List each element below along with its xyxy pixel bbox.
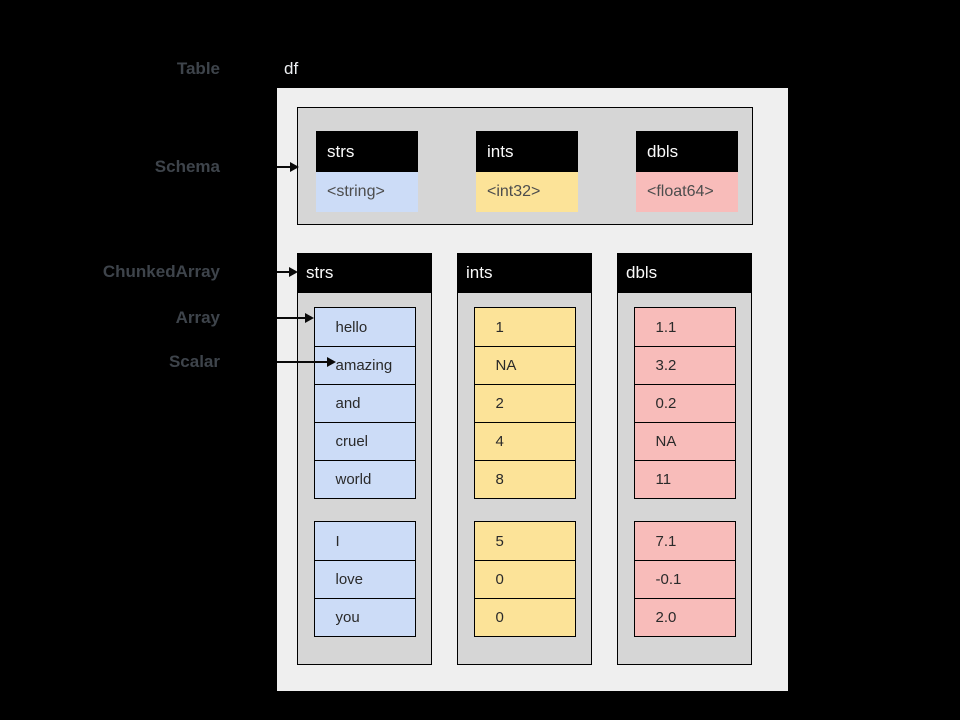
column-header: ints: [457, 253, 592, 293]
scalar-cell: 0.2: [634, 384, 735, 422]
schema-field: dbls <float64>: [636, 131, 738, 212]
scalar-cell: 5: [474, 522, 575, 560]
scalar-cell: world: [314, 460, 415, 498]
scalar-label: Scalar: [168, 352, 220, 371]
scalar-cell: cruel: [314, 422, 415, 460]
schema-arrow: [277, 162, 299, 172]
schema-field: ints <int32>: [476, 131, 578, 212]
df-title: df: [284, 59, 299, 78]
scalar-cell: NA: [474, 346, 575, 384]
schema-field-name: dbls: [636, 131, 738, 172]
chunkedarray-arrow: [277, 267, 298, 277]
table-box: strs <string> ints <int32> dbls <float64…: [277, 88, 788, 691]
scalar-cell: 2.0: [634, 598, 735, 636]
scalar-cell: 1: [474, 308, 575, 346]
chunkedarray-label: ChunkedArray: [102, 262, 220, 281]
scalar-cell: 8: [474, 460, 575, 498]
scalar-cell: 1.1: [634, 308, 735, 346]
scalar-cell: hello: [314, 308, 415, 346]
column-header: strs: [297, 253, 432, 293]
array-arrow: [277, 313, 314, 323]
schema-field: strs <string>: [316, 131, 418, 212]
scalar-cell: and: [314, 384, 415, 422]
schema-field-name: strs: [316, 131, 418, 172]
scalar-cell: 4: [474, 422, 575, 460]
scalar-cell: 0: [474, 560, 575, 598]
scalar-cell: you: [314, 598, 415, 636]
schema-field-type: <int32>: [476, 172, 578, 212]
array-label: Array: [175, 308, 220, 327]
schema-field-type: <string>: [316, 172, 418, 212]
scalar-cell: love: [314, 560, 415, 598]
schema-field-name: ints: [476, 131, 578, 172]
table-label: Table: [176, 59, 220, 78]
schema-label: Schema: [154, 157, 220, 176]
scalar-cell: -0.1: [634, 560, 735, 598]
column-header: dbls: [617, 253, 752, 293]
scalar-arrow: [277, 357, 336, 367]
scalar-cell: 7.1: [634, 522, 735, 560]
scalar-cell: 2: [474, 384, 575, 422]
schema-box: strs <string> ints <int32> dbls <float64…: [297, 107, 753, 225]
scalar-cell: I: [314, 522, 415, 560]
scalar-cell: 11: [634, 460, 735, 498]
schema-field-type: <float64>: [636, 172, 738, 212]
scalar-cell: NA: [634, 422, 735, 460]
scalar-cell: 3.2: [634, 346, 735, 384]
scalar-cell: 0: [474, 598, 575, 636]
